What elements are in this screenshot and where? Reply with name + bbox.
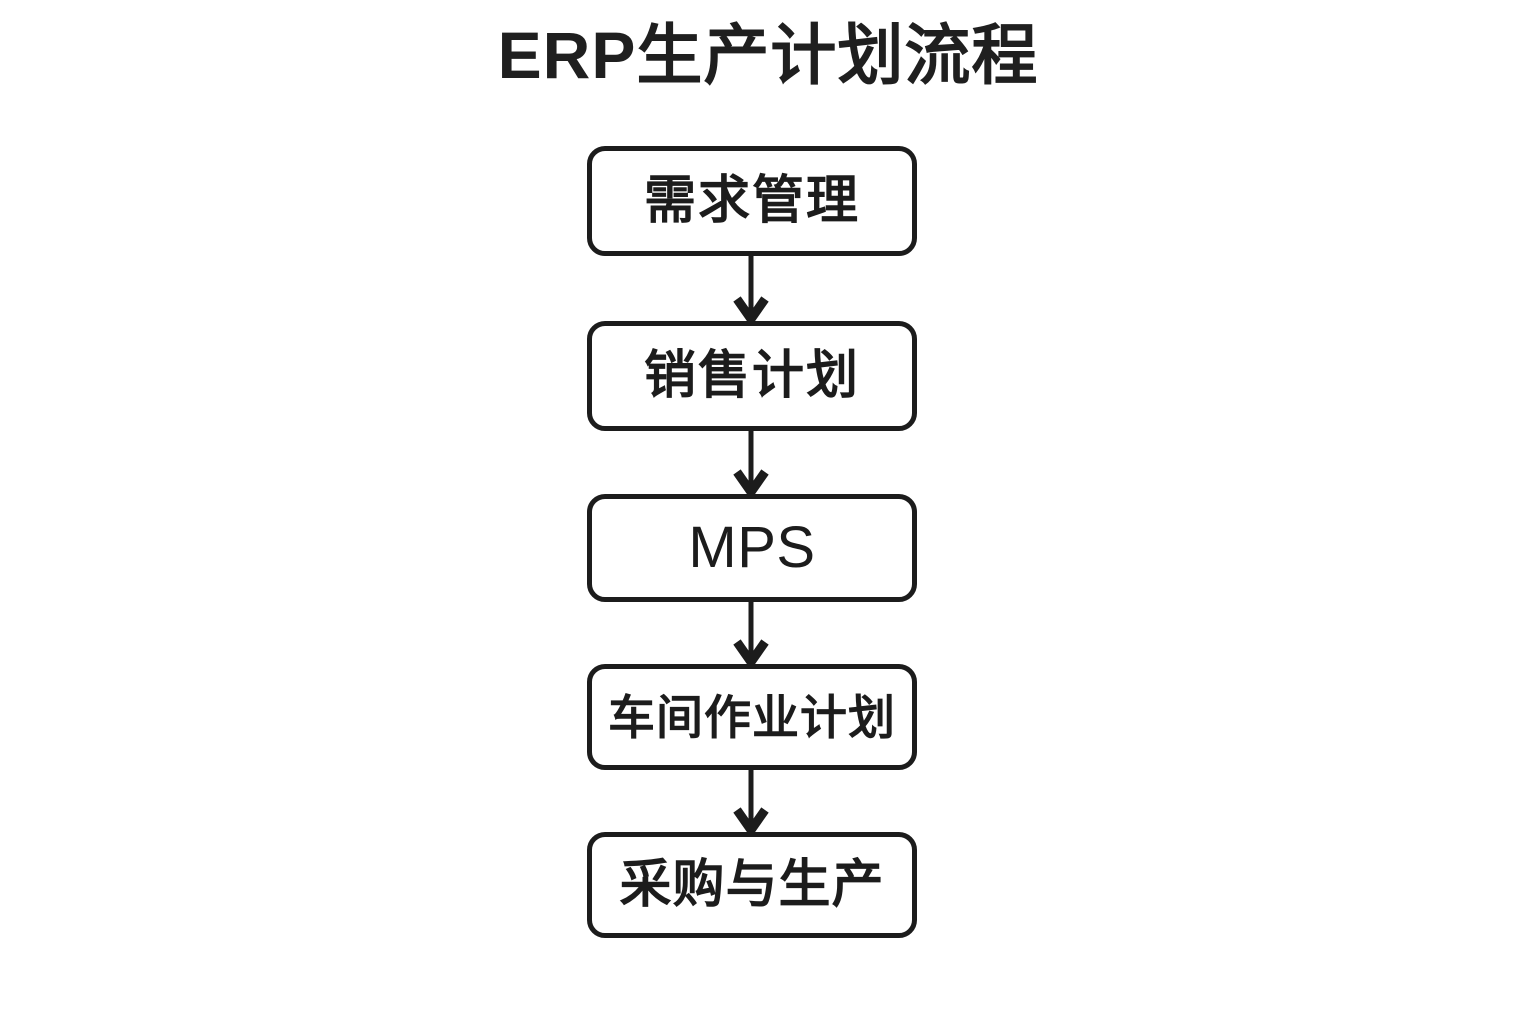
flow-node-sales-plan[interactable]: 销售计划: [587, 321, 917, 431]
flow-container: 需求管理 销售计划 MPS 车间作业计划: [587, 146, 917, 938]
flow-connector-arrow: [587, 255, 917, 327]
page-title: ERP生产计划流程: [497, 18, 1039, 92]
flow-node-demand-management[interactable]: 需求管理: [587, 146, 917, 256]
flow-node-label: 采购与生产: [619, 856, 885, 914]
flow-node-mps[interactable]: MPS: [587, 494, 917, 602]
flow-node-workshop-job-plan[interactable]: 车间作业计划: [587, 664, 917, 770]
flow-node-procurement-production[interactable]: 采购与生产: [587, 832, 917, 938]
flow-node-label: MPS: [688, 515, 816, 580]
flow-node-label: 需求管理: [643, 172, 860, 230]
flow-node-label: 车间作业计划: [608, 690, 896, 744]
flow-node-label: 销售计划: [643, 347, 860, 405]
flow-connector-arrow: [587, 769, 917, 838]
flow-connector-arrow: [587, 430, 917, 500]
flow-connector-arrow: [587, 601, 917, 670]
